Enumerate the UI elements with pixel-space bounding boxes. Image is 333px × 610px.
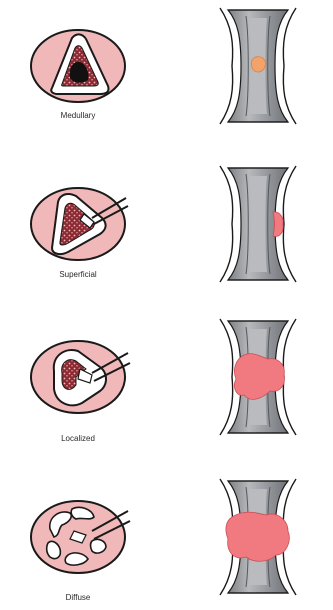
stage-label-medullary: Medullary xyxy=(61,111,96,120)
lesion-diffuse xyxy=(226,512,289,561)
cross-section-diffuse xyxy=(31,501,130,573)
bone-diagram-superficial xyxy=(220,166,296,282)
stage-label-diffuse: Diffuse xyxy=(66,593,91,602)
bone-diagram-localized xyxy=(220,319,296,435)
lesion-localized xyxy=(234,354,284,400)
stage-superficial: Superficial xyxy=(31,166,296,282)
stage-diffuse: Diffuse xyxy=(31,479,296,602)
lesion-medullary xyxy=(251,57,265,72)
lesion-superficial xyxy=(273,212,283,236)
stage-label-localized: Localized xyxy=(61,434,95,443)
cross-section-superficial xyxy=(31,188,128,260)
stage-label-superficial: Superficial xyxy=(59,270,97,279)
bone-diagram-medullary xyxy=(220,8,296,124)
stage-localized: Localized xyxy=(31,319,296,443)
bone-diagram-diffuse xyxy=(220,479,296,595)
cross-section-localized xyxy=(31,341,130,413)
cross-section-medullary xyxy=(31,30,125,102)
stage-medullary: Medullary xyxy=(31,8,296,124)
